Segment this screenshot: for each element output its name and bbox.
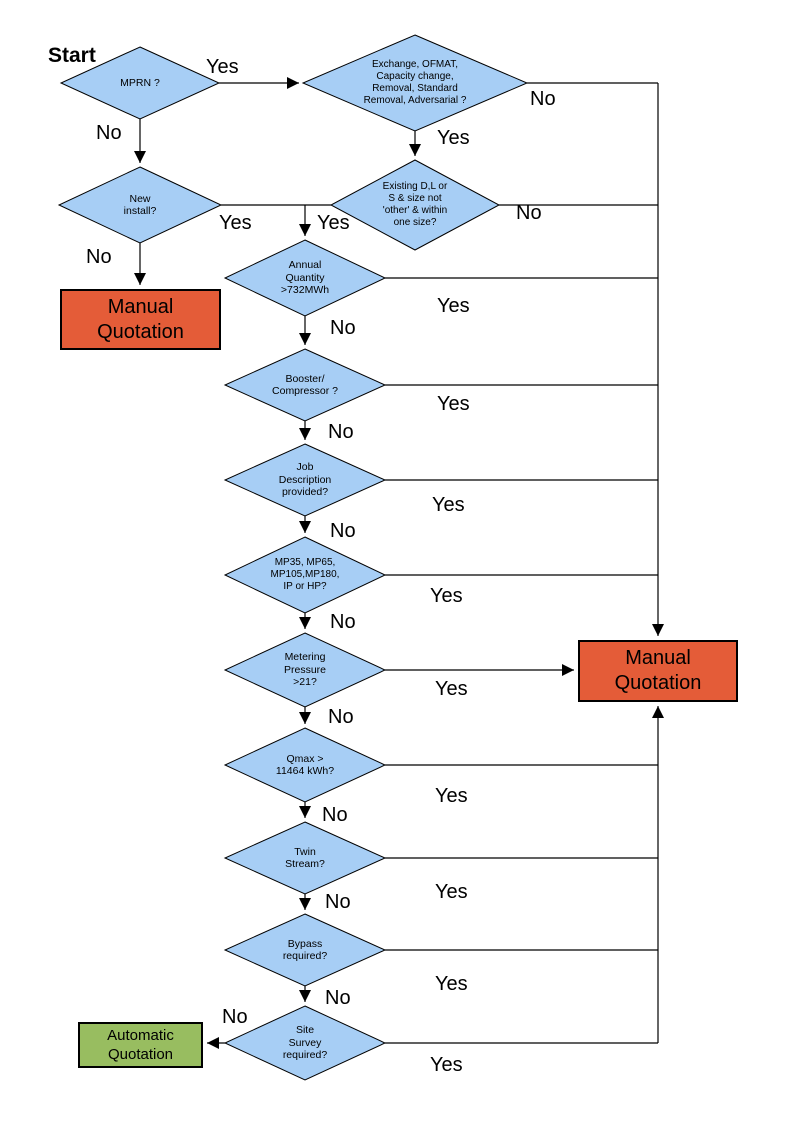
- terminal-automatic-quotation-label: Automatic Quotation: [107, 1026, 174, 1064]
- edge-label-new-install-no: No: [86, 246, 112, 268]
- decision-job-description: [223, 443, 387, 517]
- decision-bypass-label: Bypass required?: [282, 937, 328, 962]
- decision-booster-label: Booster/ Compressor ?: [272, 372, 338, 397]
- edge-label-booster-no: No: [328, 421, 354, 443]
- edge-label-metering-yes: Yes: [435, 678, 468, 700]
- decision-qmax-label: Qmax > 11464 kWh?: [275, 752, 335, 777]
- edge-label-bypass-no: No: [325, 987, 351, 1009]
- decision-annual-quantity-label: Annual Quantity >732MWh: [280, 259, 330, 297]
- edge-label-meter-type-yes: Yes: [430, 585, 463, 607]
- decision-exchange: [301, 34, 529, 132]
- terminal-manual-quotation-left: Manual Quotation: [60, 289, 221, 350]
- decision-existing-label: Existing D,L or S & size not 'other' & w…: [382, 181, 448, 228]
- edge-label-site-yes: Yes: [430, 1054, 463, 1076]
- edge-label-bypass-yes: Yes: [435, 973, 468, 995]
- edge-label-mprn-yes: Yes: [206, 56, 239, 78]
- decision-metering-pressure-label: Metering Pressure >21?: [283, 651, 326, 689]
- decision-annual-quantity: [223, 239, 387, 317]
- edge-label-annual-yes: Yes: [437, 295, 470, 317]
- edge-label-annual-no: No: [330, 317, 356, 339]
- edge-label-metering-no: No: [328, 706, 354, 728]
- decision-job-description-label: Job Description provided?: [278, 461, 332, 499]
- terminal-manual-quotation-right-label: Manual Quotation: [614, 647, 702, 694]
- decision-twin-stream-label: Twin Stream?: [285, 845, 325, 870]
- decision-mprn: [59, 46, 221, 120]
- edge-label-meter-type-no: No: [330, 611, 356, 633]
- edge-label-booster-yes: Yes: [437, 393, 470, 415]
- decision-site-survey-label: Site Survey required?: [282, 1024, 328, 1062]
- edge-label-existing-no: No: [516, 202, 542, 224]
- decision-meter-type-label: MP35, MP65, MP105,MP180, IP or HP?: [270, 557, 340, 592]
- decision-new-install-label: New install?: [123, 192, 157, 217]
- decision-metering-pressure: [223, 632, 387, 708]
- edge-label-site-no: No: [222, 1006, 248, 1028]
- decision-booster: [223, 348, 387, 422]
- edge-label-new-install-yes: Yes: [219, 212, 252, 234]
- terminal-manual-quotation-right: Manual Quotation: [578, 640, 738, 702]
- edge-label-qmax-no: No: [322, 804, 348, 826]
- edge-label-existing-yes: Yes: [317, 212, 350, 234]
- decision-exchange-label: Exchange, OFMAT, Capacity change, Remova…: [363, 59, 467, 106]
- decision-meter-type: [223, 536, 387, 614]
- decision-site-survey: [223, 1005, 387, 1081]
- decision-qmax: [223, 727, 387, 803]
- start-label: Start: [48, 44, 96, 67]
- decision-bypass: [223, 913, 387, 987]
- edge-label-exchange-yes: Yes: [437, 127, 470, 149]
- edge-label-mprn-no: No: [96, 122, 122, 144]
- edge-label-twin-yes: Yes: [435, 881, 468, 903]
- edge-label-qmax-yes: Yes: [435, 785, 468, 807]
- decision-new-install: [57, 166, 223, 244]
- decision-twin-stream: [223, 821, 387, 895]
- edge-label-job-no: No: [330, 520, 356, 542]
- terminal-manual-quotation-left-label: Manual Quotation: [97, 295, 184, 343]
- terminal-automatic-quotation: Automatic Quotation: [78, 1022, 203, 1068]
- edge-label-job-yes: Yes: [432, 494, 465, 516]
- decision-existing: [329, 159, 501, 251]
- edge-label-exchange-no: No: [530, 88, 556, 110]
- decision-mprn-label: MPRN ?: [120, 76, 160, 89]
- edge-label-twin-no: No: [325, 891, 351, 913]
